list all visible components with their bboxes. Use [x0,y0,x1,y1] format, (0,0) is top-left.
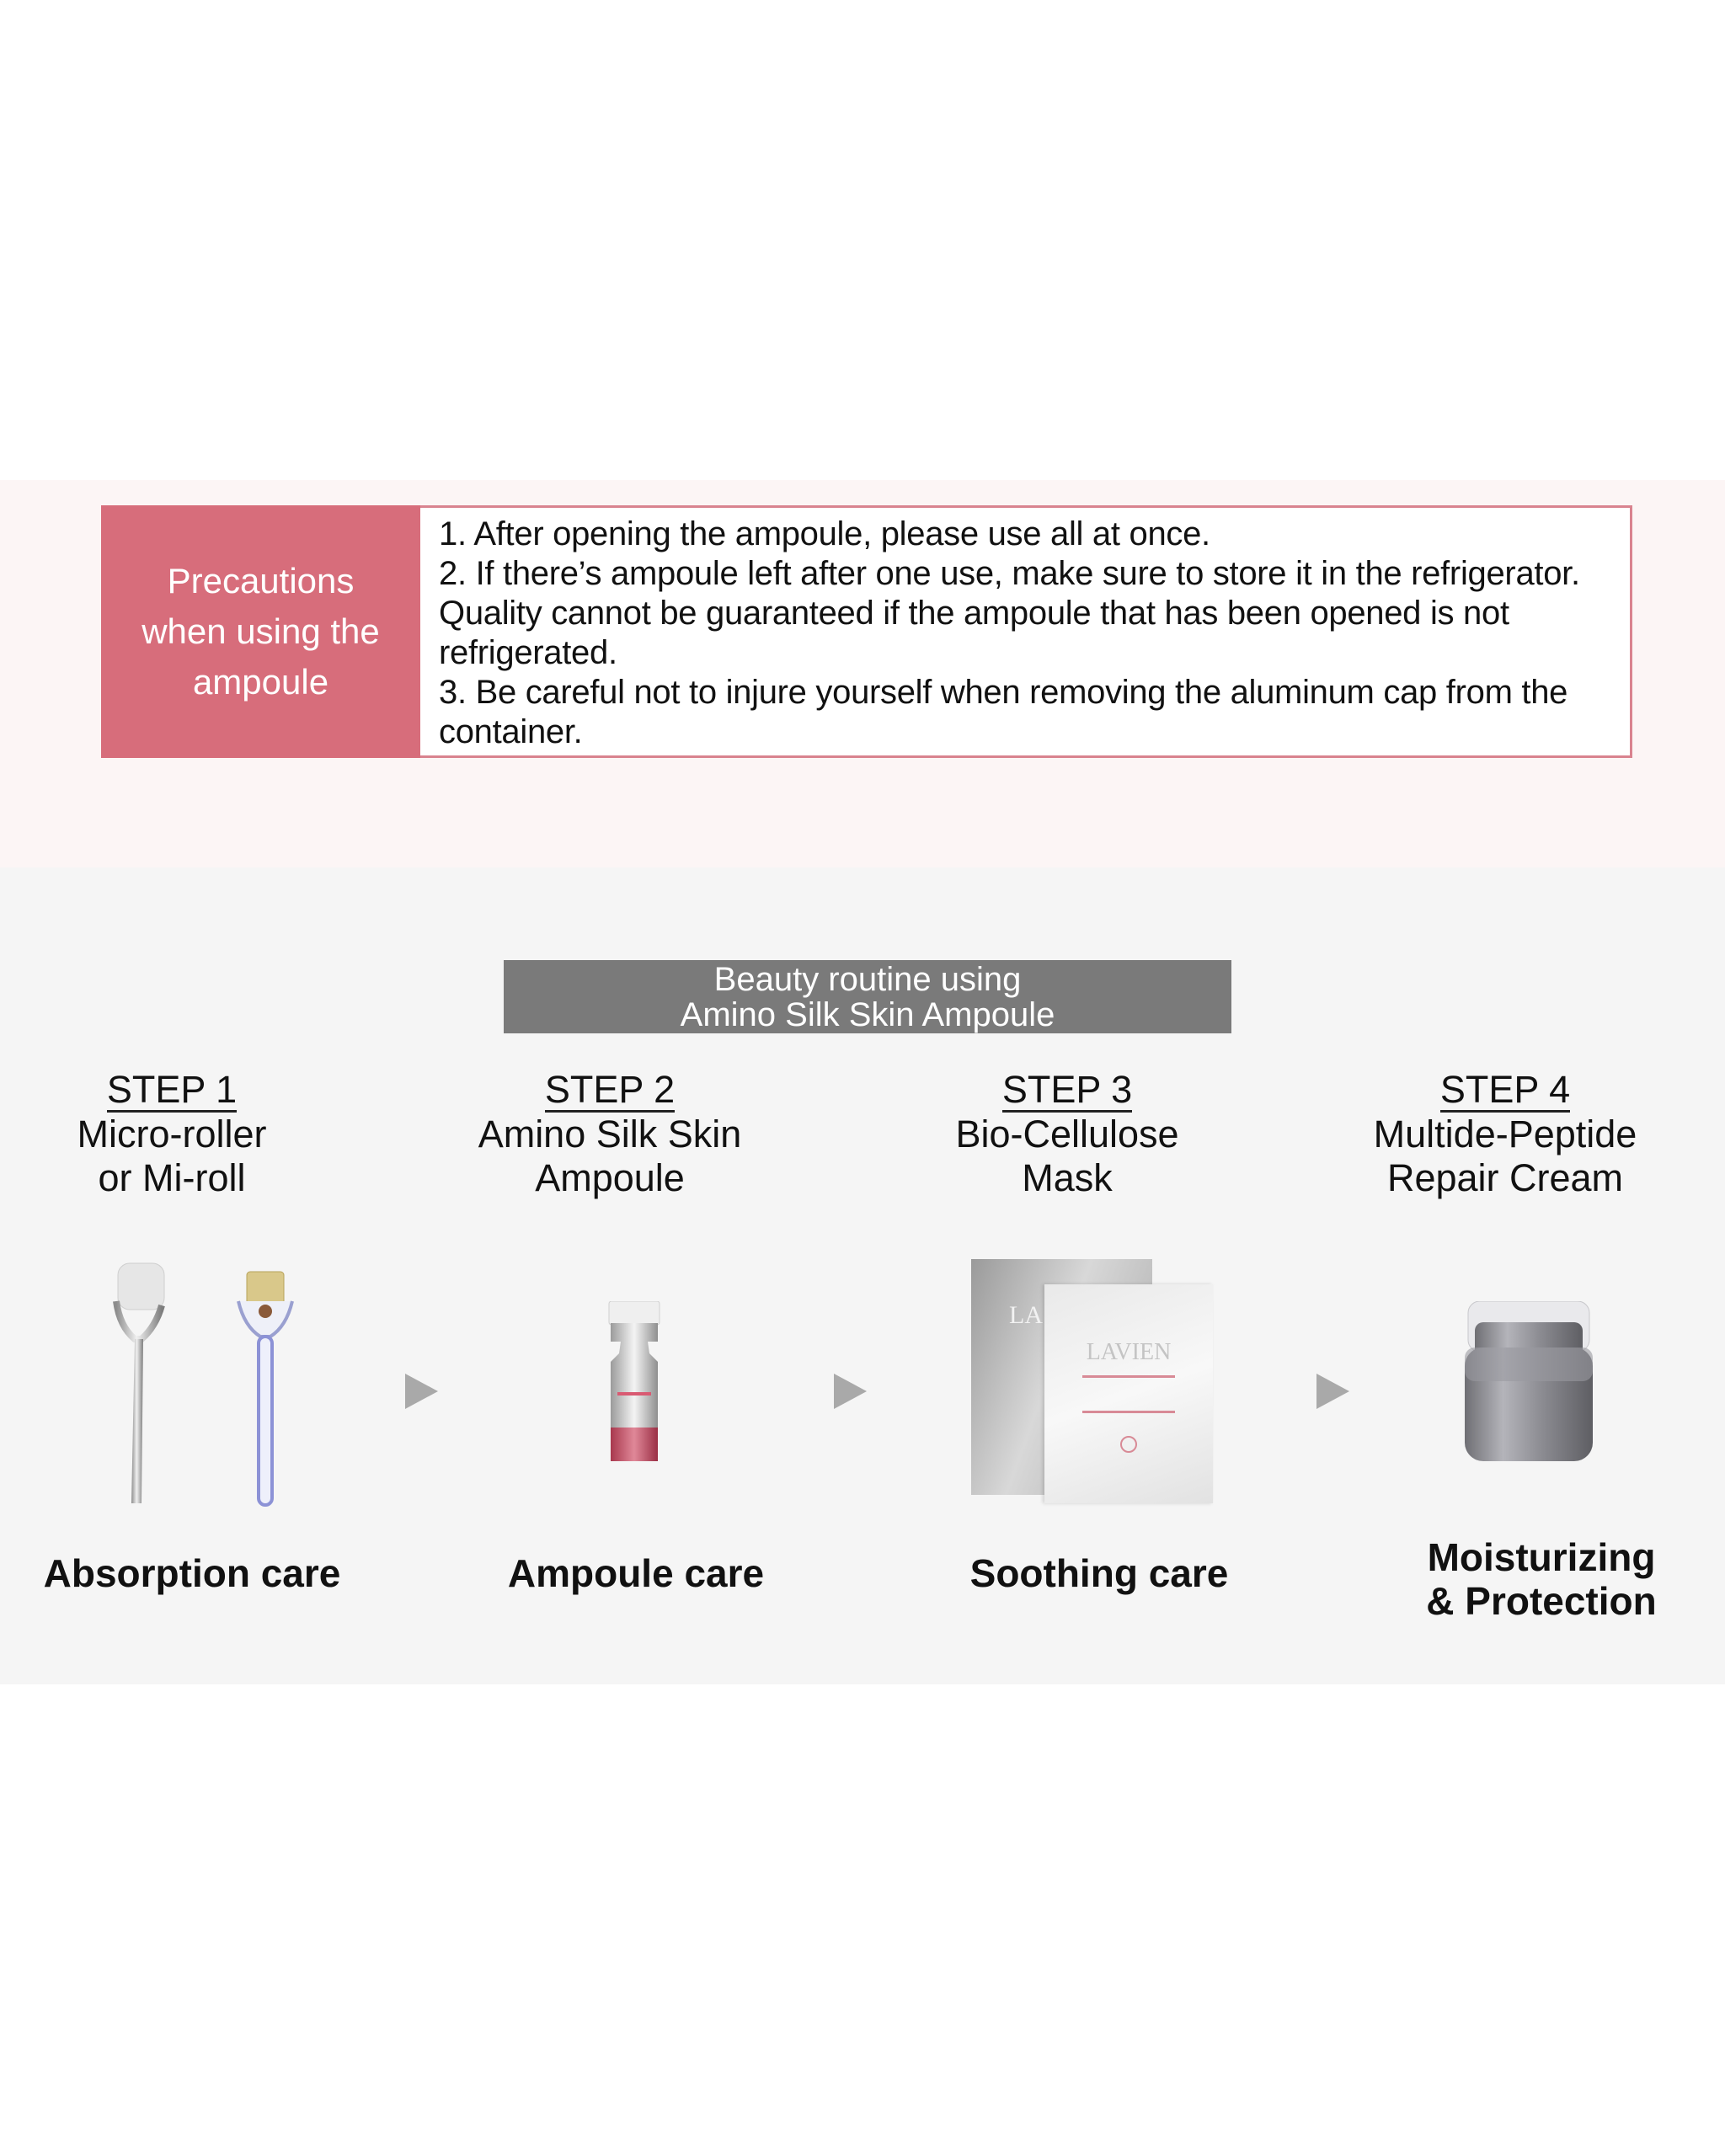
precautions-heading: Precautions when using the ampoule [101,505,420,758]
care-label-line: Absorption care [43,1551,341,1595]
step-product-name: Ampoule [535,1156,685,1199]
step-3-heading: STEP 3 Bio-Cellulose Mask [873,1068,1261,1200]
step-title: STEP 3 [1001,1068,1133,1113]
precaution-item: 3. Be careful not to injure yourself whe… [439,674,1568,750]
precaution-item: 1. After opening the ampoule, please use… [439,515,1210,552]
step-product-name: Bio-Cellulose [955,1113,1179,1155]
step-product-name: or Mi-roll [98,1156,246,1199]
micro-roller-image [113,1262,165,1503]
step-product-name: Multide-Peptide [1373,1113,1637,1155]
brand-text: LA [1009,1301,1043,1329]
precautions-table: Precautions when using the ampoule 1. Af… [101,505,1632,758]
step-title: STEP 4 [1439,1068,1571,1113]
step-1-heading: STEP 1 Micro-roller or Mi-roll [0,1068,366,1200]
precautions-heading-line: when using the [142,611,380,651]
step-arrow-icon [1316,1374,1349,1409]
banner-line: Amino Silk Skin Ampoule [680,995,1055,1033]
step-product-name: Micro-roller [77,1113,267,1155]
banner-line: Beauty routine using [713,960,1022,998]
care-label-line: Moisturizing [1427,1535,1656,1579]
mask-sachet-image: LAVIEN [1044,1284,1213,1503]
step-1-care-label: Absorption care [0,1551,411,1595]
precaution-item: 2. If there’s ampoule left after one use… [439,555,1580,671]
care-label-line: & Protection [1426,1579,1657,1623]
cream-jar-image [1465,1301,1593,1461]
step-product-name: Repair Cream [1386,1156,1624,1199]
step-4-care-label: Moisturizing & Protection [1322,1535,1725,1623]
step-2-care-label: Ampoule care [417,1551,855,1595]
step-title: STEP 1 [106,1068,238,1113]
step-2-heading: STEP 2 Amino Silk Skin Ampoule [416,1068,804,1200]
step-product-name: Mask [1022,1156,1113,1199]
step-product-name: Amino Silk Skin [478,1113,742,1155]
step-4-heading: STEP 4 Multide-Peptide Repair Cream [1311,1068,1699,1200]
step-3-care-label: Soothing care [880,1551,1318,1595]
brand-text: LAVIEN [1086,1339,1172,1365]
care-label-line: Ampoule care [507,1551,765,1595]
step-arrow-icon [405,1374,438,1409]
step-title: STEP 2 [544,1068,676,1113]
care-label-line: Soothing care [969,1551,1229,1595]
precautions-heading-line: Precautions [167,561,355,600]
precautions-heading-line: ampoule [192,662,329,702]
ampoule-vial-image [608,1301,660,1461]
step-arrow-icon [834,1374,867,1409]
mi-roll-image [237,1271,294,1507]
routine-banner: Beauty routine using Amino Silk Skin Amp… [504,960,1231,1033]
precautions-list: 1. After opening the ampoule, please use… [420,508,1630,755]
